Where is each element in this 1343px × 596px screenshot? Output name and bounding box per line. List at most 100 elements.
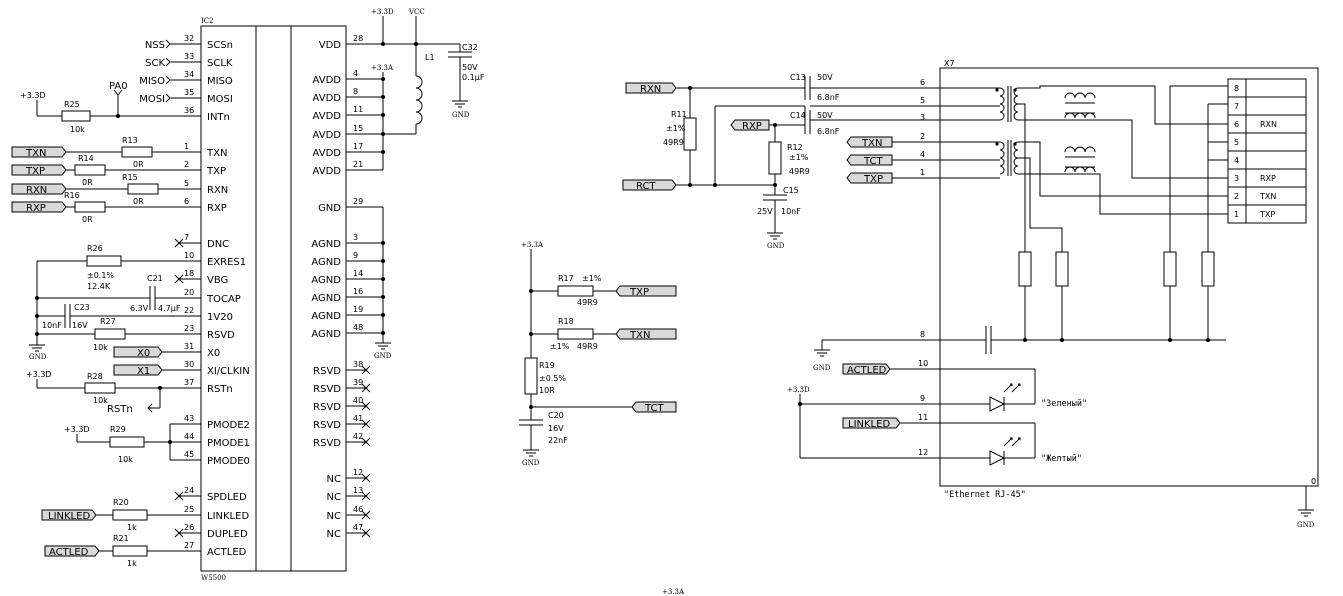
r26-ref: R26 (87, 244, 103, 253)
c32-ref: C32 (462, 43, 478, 52)
r11-ref: R11 (671, 110, 687, 119)
r17-resistor (557, 285, 594, 297)
r17-ref: R17 (558, 274, 574, 283)
tx-termination-section: +3.3A R17 ±1% 49R9 TXP R18 ±1% 49R9 TXN … (519, 241, 685, 596)
c15-val: 10nF (781, 207, 801, 216)
ic2-pin-num: 27 (184, 541, 194, 550)
rj45-signal-cell (1245, 150, 1307, 170)
ic2-pin-num: 46 (353, 505, 363, 514)
transformer-rx (995, 86, 1096, 122)
linkled-net-label-left: LINKLED (48, 511, 90, 522)
ic2-pin-name: AVDD (313, 111, 342, 122)
tct-net-label-right: TCT (863, 156, 884, 167)
r13-ref: R13 (122, 136, 138, 145)
gnd-shield-label: GND (813, 364, 831, 372)
rj45-pin-num: 1 (1234, 210, 1239, 219)
r21-val: 1k (127, 559, 137, 568)
pwr-33d-r28: +3.3D (26, 370, 52, 379)
gnd-x7-label: GND (1297, 521, 1315, 529)
r27-val: 10k (93, 343, 108, 352)
ic2-pin-num: 10 (184, 251, 194, 260)
r14-resistor (74, 164, 106, 176)
ic2-pin-name: SPDLED (207, 492, 247, 503)
ic2-pin-num: 44 (184, 432, 194, 441)
ic2-pin-name: VDD (319, 40, 342, 51)
mag-pin-12: 12 (918, 448, 928, 457)
ic2-pin-name: MOSI (207, 94, 233, 105)
r18-ref: R18 (558, 317, 574, 326)
ic2-pin-name: AVDD (313, 75, 342, 86)
ic2-pin-num: 8 (353, 87, 358, 96)
c14-volt: 50V (817, 111, 833, 120)
r12-tol: ±1% (789, 153, 809, 162)
c15-volt: 25V (757, 207, 773, 216)
ic2-part: W5500 (201, 574, 226, 582)
r26-tol: ±0.1% (87, 271, 114, 280)
c20-volt: 16V (548, 424, 564, 433)
mag-pin-3: 3 (920, 113, 925, 122)
ic2-pin-name: RXN (207, 185, 228, 196)
ic2-pin-name: AVDD (313, 93, 342, 104)
ic2-pin-name: AGND (311, 293, 341, 304)
ic2-left-pins: 32SCSnNSS33SCLKSCK34MISOMISO35MOSIMOSI36… (139, 34, 250, 558)
ic2-pin-num: 21 (353, 160, 363, 169)
ic2-pin-num: 37 (184, 378, 194, 387)
ic2-pin-num: 42 (353, 432, 363, 441)
rj45-signal-cell (1245, 132, 1307, 152)
ic2-pin-num: 48 (353, 323, 363, 332)
ic2-pin-num: 43 (184, 414, 194, 423)
r27-resistor (94, 328, 126, 340)
rxn-net-label: RXN (26, 185, 47, 196)
ic2-pin-num: 29 (353, 197, 363, 206)
pwr-33a-bottom: +3.3A (662, 588, 685, 596)
ic2-pin-num: 11 (353, 105, 363, 114)
x7-ref: X7 (944, 59, 955, 68)
r29-resistor (109, 436, 145, 448)
led-yellow-label: "Желтый" (1041, 454, 1082, 464)
ic2-pin-name: NC (327, 511, 341, 522)
mag-resistor-4 (1201, 251, 1215, 287)
gnd-c32-label: GND (452, 111, 470, 119)
r19-ref: R19 (539, 361, 555, 370)
r20-val: 1k (127, 523, 137, 532)
ic2-chip: IC2 W5500 32SCSnNSS33SCLKSCK34MISOMISO35… (139, 17, 371, 582)
rj45-pin-num: 8 (1234, 84, 1239, 93)
r18-val: 49R9 (577, 342, 598, 351)
r29-val: 10k (118, 455, 133, 464)
x7-pin-zero: 0 (1311, 477, 1316, 486)
ic2-pin-num: 39 (353, 378, 363, 387)
ic2-pin-name: INTn (207, 112, 230, 123)
ic2-pin-name: AVDD (313, 130, 342, 141)
c23-ref: C23 (74, 303, 90, 312)
ic2-pin-num: 30 (184, 360, 194, 369)
pwr-33a-label: +3.3A (371, 64, 394, 72)
rj45-pin-num: 7 (1234, 102, 1239, 111)
ic2-pin-num: 36 (184, 106, 194, 115)
led-drive-section: LINKLED R20 1k ACTLED R21 1k (41, 498, 201, 568)
ic2-pin-num: 17 (353, 142, 363, 151)
rx-termination-section: RXN R11 ±1% 49R9 RCT RXP R12 ±1% 49R9 C1… (622, 73, 1000, 250)
c13-ref: C13 (790, 73, 806, 82)
r14-ref: R14 (78, 154, 94, 163)
ic2-pin-name: VBG (207, 275, 228, 286)
ic2-pin-name: PMODE1 (207, 438, 250, 449)
r29-ref: R29 (110, 425, 126, 434)
mag-pin-5: 5 (920, 96, 925, 105)
pwr-33d-r25: +3.3D (20, 91, 46, 100)
rj45-pin-signal: RXP (1260, 174, 1276, 183)
ic2-pin-name: PMODE0 (207, 456, 250, 467)
r19-resistor (524, 357, 538, 395)
ic2-pin-name: RSVD (313, 420, 341, 431)
ic2-pin-num: 19 (353, 305, 363, 314)
rj45-pin-signal: TXN (1259, 192, 1276, 201)
rct-net-label: RCT (636, 181, 656, 192)
ic2-pin-name: DNC (207, 239, 229, 250)
bias-section: R26 ±0.1% 12.4K C21 6.3V 4.7µF C23 10nF … (29, 244, 201, 361)
mag-pin-4: 4 (920, 150, 925, 159)
x7-rj45-magjack: X7 "Ethernet RJ-45" 0 (813, 59, 1319, 529)
ic2-pin-name: NC (327, 529, 341, 540)
r21-ref: R21 (113, 534, 129, 543)
led-green-label: "Зеленый" (1041, 399, 1087, 409)
ic2-pin-name: X0 (207, 348, 220, 359)
r16-ref: R16 (64, 191, 80, 200)
